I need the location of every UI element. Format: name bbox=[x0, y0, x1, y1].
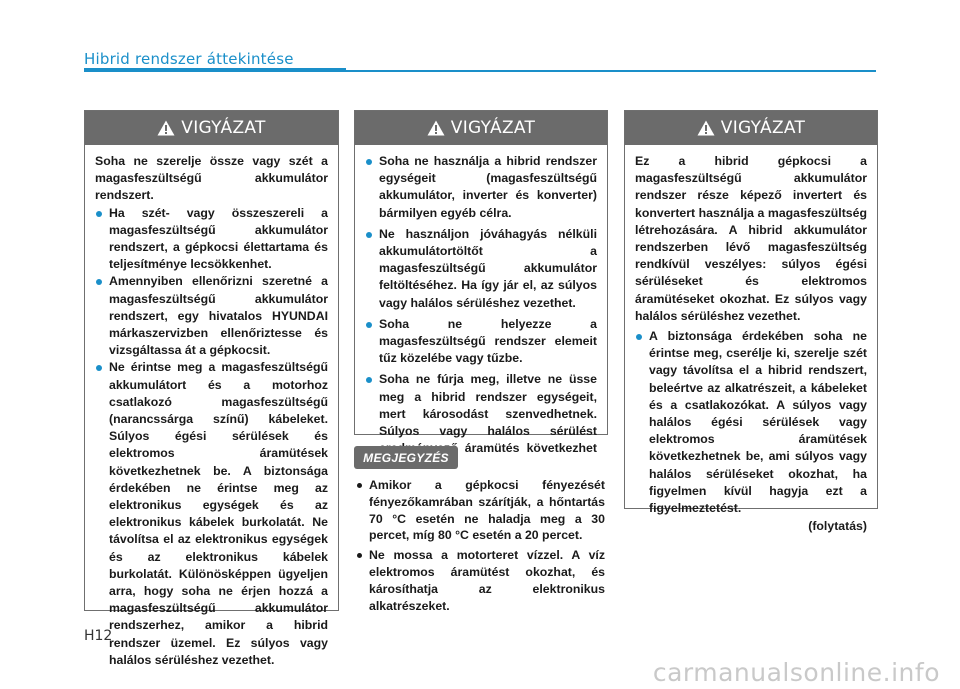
bullet-icon bbox=[96, 365, 102, 372]
bullet-icon bbox=[96, 279, 102, 286]
watermark: carmanualsonline.info bbox=[652, 658, 940, 687]
caution-item: Ha szét- vagy összeszereli a magasfeszül… bbox=[95, 205, 328, 274]
caution-item: Ne érintse meg a magasfeszültségű akkumu… bbox=[95, 359, 328, 669]
section-title: Hibrid rendszer áttekintése bbox=[84, 50, 294, 68]
caution-header: VIGYÁZAT bbox=[355, 111, 607, 145]
caution-header: VIGYÁZAT bbox=[625, 111, 877, 145]
bullet-icon bbox=[357, 553, 362, 559]
caution-heading: VIGYÁZAT bbox=[720, 118, 806, 138]
title-underline-thick bbox=[84, 68, 346, 72]
caution-heading: VIGYÁZAT bbox=[450, 118, 536, 138]
continued-label: (folytatás) bbox=[808, 519, 867, 534]
bullet-icon bbox=[636, 334, 642, 341]
caution-intro: Ez a hibrid gépkocsi a magasfeszültségű … bbox=[635, 154, 867, 323]
caution-intro: Soha ne szerelje össze vagy szét a magas… bbox=[95, 154, 328, 203]
note-list: Amikor a gépkocsi fényezését fényezőkamr… bbox=[355, 477, 605, 617]
caution-box-1: VIGYÁZAT Soha ne szerelje össze vagy szé… bbox=[84, 110, 339, 667]
note-item: Ne mossa a motorteret vízzel. A víz elek… bbox=[355, 547, 605, 614]
bullet-icon bbox=[96, 210, 102, 217]
caution-header: VIGYÁZAT bbox=[85, 111, 338, 145]
bullet-icon bbox=[357, 483, 362, 488]
note-label: MEGJEGYZÉS bbox=[354, 446, 458, 469]
caution-item: Amennyiben ellenőrizni szeretné a magasf… bbox=[95, 273, 328, 359]
caution-item: Soha ne használja a hibrid rendszer egys… bbox=[365, 153, 597, 222]
warning-triangle-icon bbox=[157, 120, 175, 136]
bullet-icon bbox=[366, 159, 372, 165]
caution-item: A biztonsága érdekében soha ne érintse m… bbox=[635, 328, 867, 517]
bullet-icon bbox=[366, 231, 372, 238]
caution-heading: VIGYÁZAT bbox=[181, 118, 266, 138]
caution-box-2: VIGYÁZAT Soha ne használja a hibrid rend… bbox=[354, 110, 608, 472]
caution-item: Soha ne helyezze a magasfeszültségű rend… bbox=[365, 316, 597, 368]
warning-triangle-icon bbox=[697, 120, 715, 136]
title-underline-thin bbox=[346, 70, 876, 72]
bullet-icon bbox=[366, 321, 372, 328]
caution-item: Ne használjon jóváhagyás nélküli akkumul… bbox=[365, 226, 597, 312]
note-item: Amikor a gépkocsi fényezését fényezőkamr… bbox=[355, 477, 605, 544]
caution-box-3: VIGYÁZAT Ez a hibrid gépkocsi a magasfes… bbox=[624, 110, 878, 533]
page-number: H12 bbox=[84, 628, 113, 644]
warning-triangle-icon bbox=[427, 120, 445, 136]
bullet-icon bbox=[366, 377, 372, 384]
